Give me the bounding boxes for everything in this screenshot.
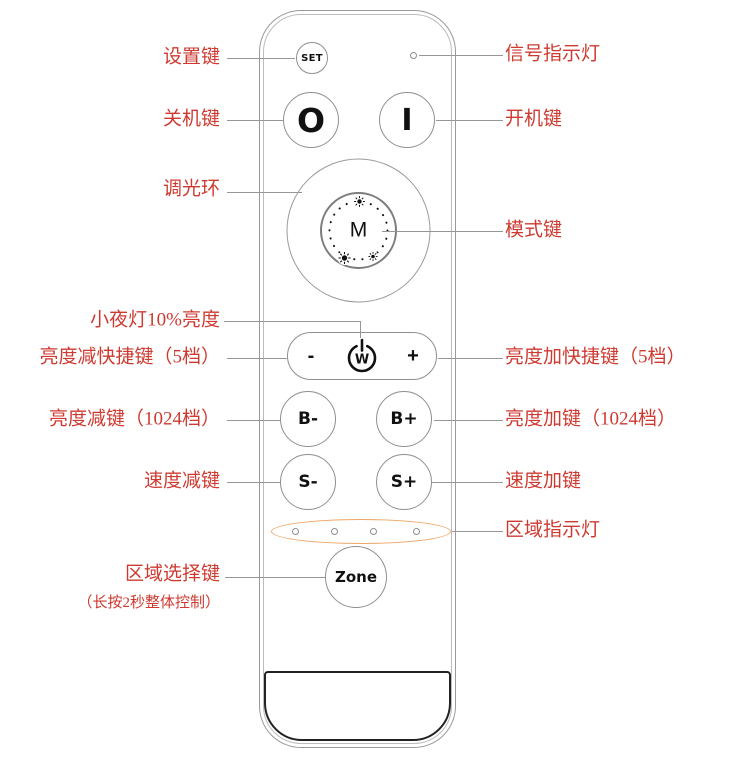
leader-line <box>360 321 361 338</box>
leader-line <box>227 120 283 121</box>
leader-line <box>436 120 503 121</box>
dial-dots <box>328 200 389 261</box>
remote-body-inner-outline <box>263 14 452 744</box>
zone-led <box>413 528 420 535</box>
zone-led <box>331 528 338 535</box>
mode-button-outline[interactable] <box>320 192 397 269</box>
brightness-minus-button[interactable]: B- <box>280 391 336 447</box>
label-zone-select: 区域选择键 <box>124 563 220 585</box>
dimming-ring[interactable]: M <box>286 158 431 303</box>
label-night-light: 小夜灯10%亮度 <box>90 309 220 331</box>
label-dim-minus-shortcut: 亮度减快捷键（5档） <box>39 346 220 368</box>
power-w-icon: W <box>347 338 377 373</box>
leader-line <box>227 192 302 193</box>
label-speed-plus: 速度加键 <box>505 470 582 492</box>
leader-line <box>227 482 280 483</box>
leader-line <box>227 358 287 359</box>
dim-plus-button[interactable]: + <box>407 344 419 367</box>
night-light-label: W <box>355 353 369 368</box>
leader-line <box>432 482 503 483</box>
leader-line <box>225 577 325 578</box>
power-on-button[interactable]: I <box>379 92 435 148</box>
label-zone-select-note: （长按2秒整体控制） <box>77 594 220 611</box>
battery-cover <box>264 671 451 741</box>
leader-line <box>227 58 295 59</box>
set-button[interactable]: SET <box>296 42 328 74</box>
zone-button[interactable]: Zone <box>325 546 387 608</box>
label-signal-led: 信号指示灯 <box>505 43 601 65</box>
leader-line <box>382 231 503 232</box>
label-dimming-ring: 调光环 <box>162 178 220 200</box>
sun-icon <box>337 251 352 265</box>
brightness-plus-button[interactable]: B+ <box>376 391 432 447</box>
mode-button[interactable]: M <box>349 218 368 242</box>
sun-icon <box>353 195 366 208</box>
label-dim-plus-shortcut: 亮度加快捷键（5档） <box>505 346 686 368</box>
label-brightness-minus: 亮度减键（1024档） <box>48 408 220 430</box>
label-speed-minus: 速度减键 <box>143 470 220 492</box>
dim-minus-button[interactable]: - <box>307 344 315 367</box>
speed-plus-button[interactable]: S+ <box>376 454 432 510</box>
leader-line <box>434 420 503 421</box>
leader-line <box>224 321 361 322</box>
label-mode-key: 模式键 <box>505 219 563 241</box>
zone-led <box>292 528 299 535</box>
leader-line <box>419 55 503 56</box>
label-set-key: 设置键 <box>162 46 220 68</box>
power-off-button[interactable]: O <box>283 92 339 148</box>
label-power-off-key: 关机键 <box>162 108 220 130</box>
label-power-on-key: 开机键 <box>505 108 563 130</box>
label-brightness-plus: 亮度加键（1024档） <box>505 408 677 430</box>
speed-minus-button[interactable]: S- <box>280 454 336 510</box>
zone-led-highlight-ellipse <box>271 519 451 544</box>
dial-graphic <box>286 158 431 303</box>
label-zone-leds: 区域指示灯 <box>505 519 601 541</box>
sun-icon <box>367 251 379 262</box>
leader-line <box>438 358 503 359</box>
leader-line <box>452 531 503 532</box>
night-light-button[interactable]: W <box>343 336 381 376</box>
signal-indicator-led <box>410 52 417 59</box>
leader-line <box>227 420 280 421</box>
zone-led <box>370 528 377 535</box>
dim-shortcut-pill: - W + <box>287 332 437 380</box>
